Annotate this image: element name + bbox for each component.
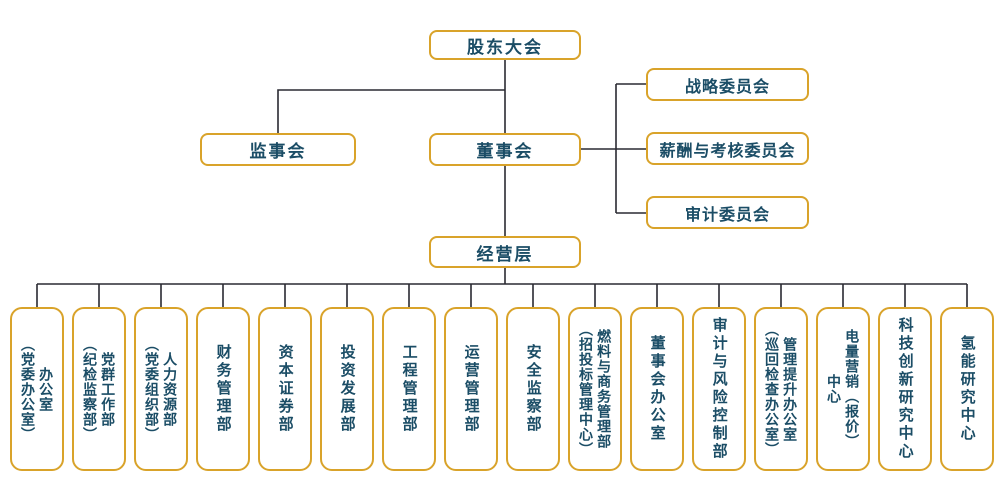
node-label: 董事会	[476, 142, 534, 161]
committee-compensation-assessment: 薪酬与考核委员会	[646, 132, 809, 165]
committee-label: 战略委员会	[684, 78, 770, 96]
dept-label: 燃料与商务管理部	[596, 329, 613, 449]
dept-sublabel: （巡回检查办公室）	[764, 321, 780, 457]
dept-office: 办公室 （党委办公室）	[10, 307, 64, 471]
dept-sublabel: （纪检监察部）	[82, 336, 98, 442]
node-label: 股东大会	[467, 37, 543, 57]
node-shareholders-meeting: 股东大会	[429, 30, 581, 60]
dept-management-improvement: 管理提升办公室 （巡回检查办公室）	[754, 307, 808, 471]
dept-tech-innovation-research: 科技创新研究中心	[878, 307, 932, 471]
dept-sublabel: （招投标管理中心）	[578, 321, 594, 457]
dept-audit-risk-control: 审计与风险控制部	[692, 307, 746, 471]
dept-engineering: 工程管理部	[382, 307, 436, 471]
node-supervisory-board: 监事会	[200, 133, 356, 166]
dept-party-mass-work: 党群工作部 （纪检监察部）	[72, 307, 126, 471]
dept-sublabel: 中心	[826, 374, 842, 404]
dept-finance: 财务管理部	[196, 307, 250, 471]
dept-sublabel: （党委组织部）	[144, 336, 160, 442]
dept-electricity-marketing: 电量营销（报价） 中心	[816, 307, 870, 471]
committee-label: 审计委员会	[684, 206, 770, 224]
committee-label: 薪酬与考核委员会	[659, 142, 796, 160]
dept-operations: 运营管理部	[444, 307, 498, 471]
dept-human-resources: 人力资源部 （党委组织部）	[134, 307, 188, 471]
dept-label: 党群工作部	[100, 351, 117, 427]
dept-board-office: 董事会办公室	[630, 307, 684, 471]
dept-safety-supervision: 安全监察部	[506, 307, 560, 471]
line-board-committees	[581, 83, 646, 214]
line-dept-drops	[36, 284, 968, 308]
dept-label: 运营管理部	[462, 344, 480, 434]
dept-label: 管理提升办公室	[782, 336, 799, 442]
dept-label: 电量营销（报价）	[844, 329, 861, 449]
dept-hydrogen-research: 氢能研究中心	[940, 307, 994, 471]
dept-label: 工程管理部	[400, 344, 418, 434]
node-board-of-directors: 董事会	[429, 133, 581, 166]
dept-label: 人力资源部	[162, 351, 179, 427]
dept-label: 董事会办公室	[648, 335, 666, 443]
dept-label: 资本证券部	[276, 344, 294, 434]
line-branch-supervisory	[277, 89, 505, 133]
dept-sublabel: （党委办公室）	[20, 336, 36, 442]
dept-label: 投资发展部	[338, 344, 356, 434]
dept-label: 安全监察部	[524, 344, 542, 434]
node-label: 经营层	[476, 244, 534, 264]
dept-label: 审计与风险控制部	[710, 317, 728, 461]
node-label: 监事会	[249, 142, 307, 161]
dept-investment-development: 投资发展部	[320, 307, 374, 471]
dept-capital-securities: 资本证券部	[258, 307, 312, 471]
committee-audit: 审计委员会	[646, 196, 809, 229]
dept-label: 氢能研究中心	[958, 335, 976, 443]
dept-label: 科技创新研究中心	[896, 317, 914, 461]
dept-label: 财务管理部	[214, 344, 232, 434]
node-management-layer: 经营层	[429, 236, 581, 268]
dept-label: 办公室	[38, 366, 55, 412]
committee-strategy: 战略委员会	[646, 68, 809, 101]
dept-fuel-commerce: 燃料与商务管理部 （招投标管理中心）	[568, 307, 622, 471]
